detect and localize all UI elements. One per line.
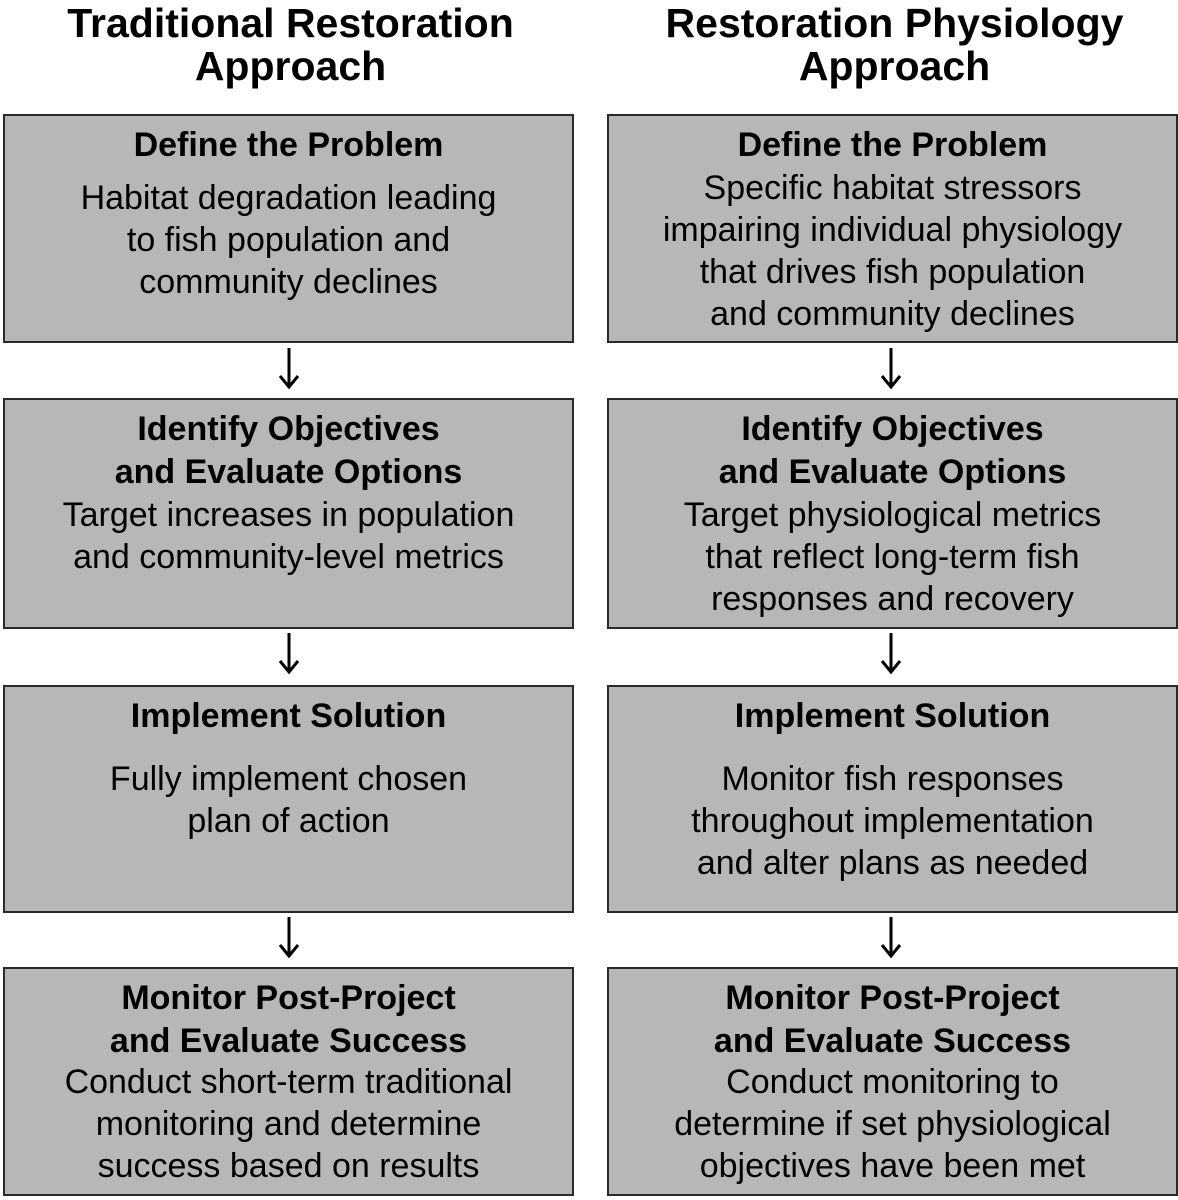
down-arrow-icon xyxy=(277,917,301,959)
step-title: Implement Solution xyxy=(130,697,447,735)
step-title-line1: Identify Objectives xyxy=(741,410,1044,448)
step-title-line1: Monitor Post-Project xyxy=(725,979,1060,1017)
description-line: and community declines xyxy=(710,295,1075,333)
description-line: throughout implementation xyxy=(691,802,1094,840)
step-title: Implement Solution xyxy=(734,697,1051,735)
description-line: Specific habitat stressors xyxy=(703,169,1082,207)
step-define-problem: Define the Problem Specific habitat stre… xyxy=(607,114,1178,343)
column-title-line1: Restoration Physiology xyxy=(665,0,1124,46)
description-line: that drives fish population xyxy=(699,253,1086,291)
description-line: Monitor fish responses xyxy=(721,760,1064,798)
step-description: Conduct monitoring to determine if set p… xyxy=(609,1061,1176,1187)
description-line: responses and recovery xyxy=(711,580,1074,618)
description-line: that reflect long-term fish xyxy=(705,538,1080,576)
description-line: and community-level metrics xyxy=(73,538,504,576)
column-title-line1: Traditional Restoration xyxy=(67,0,514,46)
step-description: Fully implement chosen plan of action xyxy=(5,758,572,842)
description-line: and alter plans as needed xyxy=(696,844,1089,882)
step-identify-objectives: Identify Objectives and Evaluate Options… xyxy=(607,398,1178,629)
step-title: Monitor Post-Project and Evaluate Succes… xyxy=(609,977,1176,1063)
step-title: Define the Problem xyxy=(737,126,1048,164)
description-line: Target increases in population xyxy=(62,496,515,534)
step-description: Specific habitat stressors impairing ind… xyxy=(609,167,1176,335)
step-description: Monitor fish responses throughout implem… xyxy=(609,758,1176,884)
step-title: Define the Problem xyxy=(133,126,444,164)
description-line: impairing individual physiology xyxy=(662,211,1123,249)
description-line: success based on results xyxy=(97,1147,480,1185)
step-title-line2: and Evaluate Success xyxy=(713,1022,1072,1060)
step-title-line1: Identify Objectives xyxy=(137,410,440,448)
down-arrow-icon xyxy=(879,633,903,675)
description-line: community declines xyxy=(139,263,438,301)
description-line: determine if set physiological xyxy=(674,1105,1111,1143)
step-description: Habitat degradation leading to fish popu… xyxy=(5,177,572,303)
description-line: plan of action xyxy=(187,802,390,840)
description-line: Fully implement chosen xyxy=(109,760,468,798)
step-monitor-evaluate: Monitor Post-Project and Evaluate Succes… xyxy=(607,967,1178,1196)
column-title: Restoration Physiology Approach xyxy=(607,2,1178,88)
down-arrow-icon xyxy=(879,348,903,390)
step-define-problem: Define the Problem Habitat degradation l… xyxy=(3,114,574,343)
description-line: Conduct short-term traditional xyxy=(64,1063,513,1101)
step-title-line1: Monitor Post-Project xyxy=(121,979,456,1017)
step-title: Monitor Post-Project and Evaluate Succes… xyxy=(5,977,572,1063)
step-identify-objectives: Identify Objectives and Evaluate Options… xyxy=(3,398,574,629)
column-title: Traditional Restoration Approach xyxy=(3,2,578,88)
column-title-line2: Approach xyxy=(194,43,387,89)
step-monitor-evaluate: Monitor Post-Project and Evaluate Succes… xyxy=(3,967,574,1196)
description-line: Habitat degradation leading xyxy=(80,179,497,217)
step-title-line2: and Evaluate Options xyxy=(114,453,463,491)
description-line: Conduct monitoring to xyxy=(726,1063,1059,1101)
step-description: Target physiological metrics that reflec… xyxy=(609,494,1176,620)
step-title: Identify Objectives and Evaluate Options xyxy=(609,408,1176,494)
down-arrow-icon xyxy=(277,348,301,390)
step-implement-solution: Implement Solution Monitor fish response… xyxy=(607,685,1178,913)
description-line: Target physiological metrics xyxy=(683,496,1102,534)
column-title-line2: Approach xyxy=(798,43,991,89)
down-arrow-icon xyxy=(879,917,903,959)
description-line: monitoring and determine xyxy=(95,1105,482,1143)
step-description: Conduct short-term traditional monitorin… xyxy=(5,1061,572,1187)
step-title-line2: and Evaluate Success xyxy=(109,1022,468,1060)
step-title: Identify Objectives and Evaluate Options xyxy=(5,408,572,494)
down-arrow-icon xyxy=(277,633,301,675)
description-line: to fish population and xyxy=(126,221,451,259)
step-implement-solution: Implement Solution Fully implement chose… xyxy=(3,685,574,913)
step-title-line2: and Evaluate Options xyxy=(718,453,1067,491)
step-description: Target increases in population and commu… xyxy=(5,494,572,578)
description-line: objectives have been met xyxy=(699,1147,1086,1185)
